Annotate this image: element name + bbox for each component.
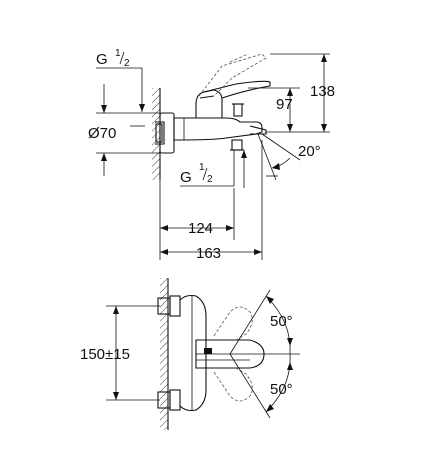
dimension-width-163: 163 bbox=[196, 245, 221, 262]
thread-top-g: G bbox=[96, 51, 108, 68]
dimension-angle-upper: 50° bbox=[270, 313, 293, 330]
front-view: 50° 50° 150±15 bbox=[80, 278, 300, 430]
wall-front bbox=[160, 278, 168, 430]
dimension-centers: 150±15 bbox=[80, 346, 130, 363]
dimension-diameter: Ø70 bbox=[88, 125, 116, 142]
thread-bottom-den: 2 bbox=[207, 174, 213, 185]
mixer-handle bbox=[195, 89, 223, 118]
thread-top-den: 2 bbox=[124, 58, 130, 69]
mixer-body bbox=[173, 117, 263, 141]
dimension-angle-20: 20° bbox=[298, 143, 321, 160]
front-body bbox=[179, 294, 207, 412]
thread-bottom-g: G bbox=[180, 169, 192, 186]
dimension-height-138: 138 bbox=[310, 83, 335, 100]
side-view: 97 138 Ø70 G 1 2 G 1 2 bbox=[88, 48, 335, 262]
dimension-height-97: 97 bbox=[276, 96, 293, 113]
dimension-width-124: 124 bbox=[188, 220, 213, 237]
dimension-angle-lower: 50° bbox=[270, 381, 293, 398]
thread-bottom-num: 1 bbox=[199, 162, 205, 173]
thread-top-num: 1 bbox=[115, 48, 121, 59]
